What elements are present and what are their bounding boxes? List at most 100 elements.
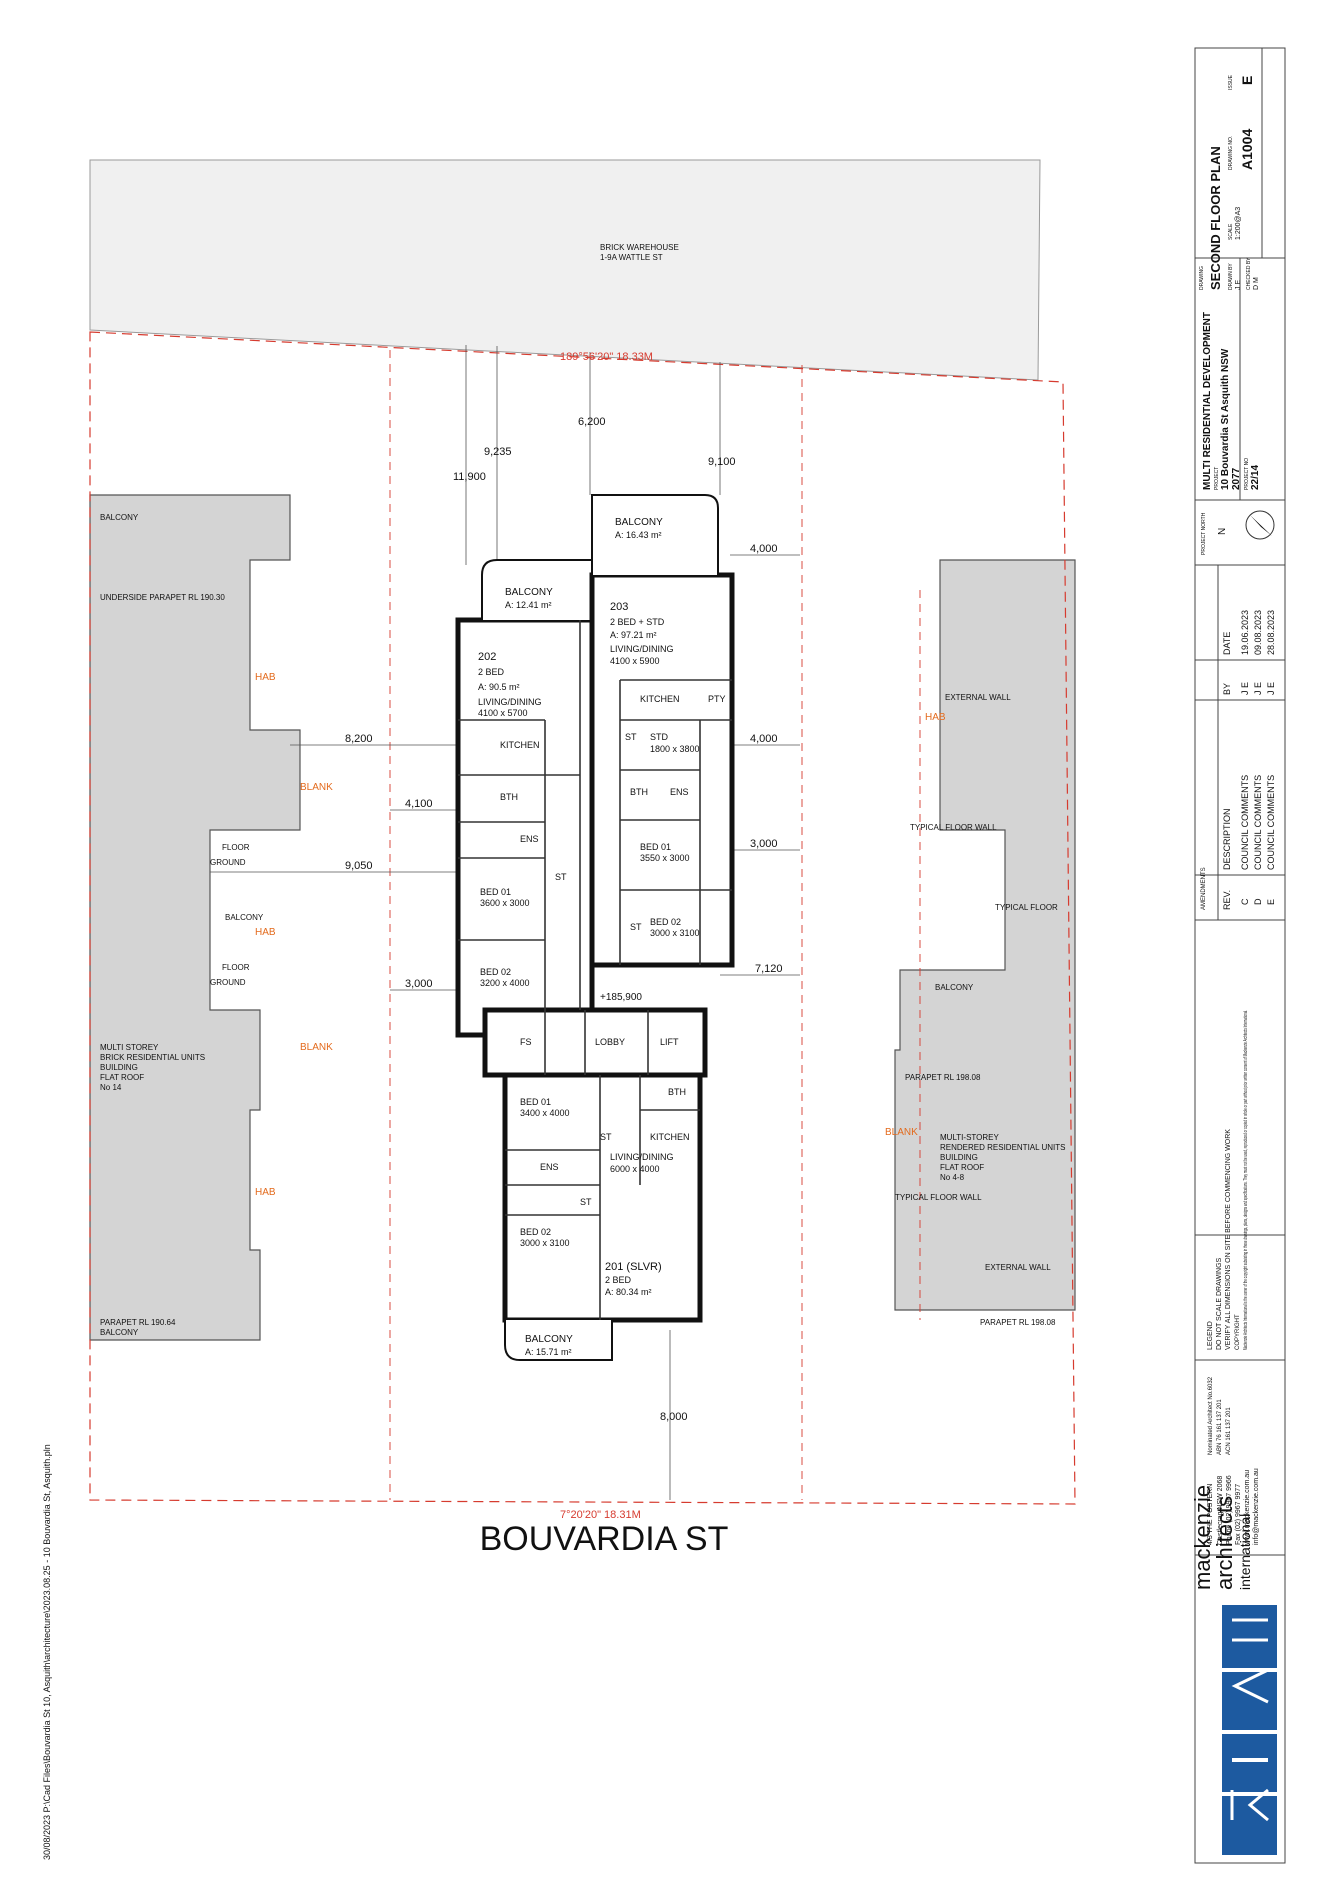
east-balcony: BALCONY (935, 983, 974, 992)
unit-201-balcony: BALCONY (525, 1334, 573, 1345)
desc-header: DESCRIPTION (1222, 808, 1232, 870)
rev-c-desc: COUNCIL COMMENTS (1240, 775, 1250, 870)
unit-203-st: ST (625, 732, 637, 742)
west-balcony-bottom: BALCONY (100, 1328, 139, 1337)
registration-2: ABN 76 161 137 201 (1217, 1399, 1223, 1455)
unit-203-labels: 203 2 BED + STD A: 97.21 m² LIVING/DININ… (610, 517, 726, 938)
rev-header: REV. (1222, 890, 1232, 910)
rev-d-desc: COUNCIL COMMENTS (1253, 775, 1263, 870)
west-balcony-top: BALCONY (100, 513, 139, 522)
copyright-text: Mackenzie Architects International is th… (1243, 1010, 1249, 1350)
checked-by-label: CHECKED BY (1246, 257, 1252, 290)
firm-logo (1222, 1605, 1277, 1855)
drawing-title: SECOND FLOOR PLAN (1208, 146, 1223, 290)
north-label: PROJECT NORTH (1201, 512, 1207, 555)
issue-label: ISSUE (1228, 74, 1234, 90)
west-building-line-5: No 14 (100, 1083, 122, 1092)
core-lift: LIFT (660, 1037, 679, 1047)
east-building-line-2: RENDERED RESIDENTIAL UNITS (940, 1143, 1066, 1152)
legend-title: LEGEND (1207, 1321, 1214, 1350)
north-arrow (1245, 510, 1275, 540)
title-block-text: mackenzie architects international 4/3 T… (1190, 74, 1276, 1590)
unit-203-balcony-area: A: 16.43 m² (615, 530, 662, 540)
west-building-line-3: BUILDING (100, 1063, 138, 1072)
tag-blank-east: BLANK (885, 1127, 918, 1138)
unit-203-pty: PTY (708, 694, 726, 704)
east-typical-floor-wall-1: TYPICAL FLOOR WALL (910, 823, 997, 832)
boundary-top-label: 189°56'20" 18.33M (560, 351, 653, 363)
unit-201-balcony-area: A: 15.71 m² (525, 1347, 572, 1357)
west-ground-2: GROUND (210, 978, 246, 987)
unit-202-kitchen: KITCHEN (500, 740, 540, 750)
unit-203-id: 203 (610, 601, 628, 613)
unit-201-living: LIVING/DINING (610, 1152, 674, 1162)
unit-203-balcony (591, 494, 719, 575)
unit-203-living: LIVING/DINING (610, 644, 674, 654)
tag-hab-3: HAB (255, 1187, 276, 1198)
project-no-label: PROJECT NO (1244, 458, 1250, 490)
checked-by: D M (1253, 277, 1260, 290)
unit-202-beds: 2 BED (478, 667, 505, 677)
registration-1: Nominated Architect No.6032 (1208, 1376, 1214, 1455)
unit-202-st: ST (555, 872, 567, 882)
unit-202-bath: BTH (500, 792, 518, 802)
street-name: BOUVARDIA ST (480, 1520, 729, 1558)
rev-c-by: J E (1240, 682, 1250, 695)
by-header: BY (1222, 683, 1232, 695)
unit-203-ens: ENS (670, 787, 689, 797)
title-block (1194, 47, 1286, 1864)
east-external-wall-2: EXTERNAL WALL (985, 1263, 1051, 1272)
rev-d-date: 09.08.2023 (1253, 610, 1263, 655)
unit-203-std: STD (650, 732, 669, 742)
amendments-label: AMENDMENTS (1201, 867, 1207, 910)
address-6: info@mackenzie.com.au (1253, 1468, 1260, 1545)
setback-bottom: 8,000 (660, 1411, 688, 1423)
note-1: DO NOT SCALE DRAWINGS (1216, 1257, 1223, 1350)
west-floor-2: FLOOR (222, 963, 250, 972)
tag-blank-2: BLANK (300, 1042, 333, 1053)
tag-hab-1: HAB (255, 672, 276, 683)
setback-left-4: 3,000 (405, 978, 433, 990)
unit-201-bed2-dim: 3000 x 3100 (520, 1238, 570, 1248)
unit-202-id: 202 (478, 651, 496, 663)
setback-right-3: 3,000 (750, 838, 778, 850)
east-typical-floor-wall-2: TYPICAL FLOOR WALL (895, 1193, 982, 1202)
unit-202-ens: ENS (520, 834, 539, 844)
setback-right-1: 4,000 (750, 543, 778, 555)
firm-name-1: mackenzie (1190, 1485, 1215, 1590)
note-2: VERIFY ALL DIMENSIONS ON SITE BEFORE COM… (1225, 1129, 1232, 1350)
site-boundary (89, 331, 1076, 1505)
neighbour-west-building (89, 494, 301, 1341)
project-title: MULTI RESIDENTIAL DEVELOPMENT (1202, 312, 1213, 490)
west-floor-1: FLOOR (222, 843, 250, 852)
rev-d-by: J E (1253, 682, 1263, 695)
unit-202-bed1: BED 01 (480, 887, 511, 897)
tag-blank-1: BLANK (300, 782, 333, 793)
neighbour-east-building (894, 559, 1076, 1311)
west-ground-1: GROUND (210, 858, 246, 867)
unit-203-bed2-dim: 3000 x 3100 (650, 928, 700, 938)
date-header: DATE (1222, 632, 1232, 655)
north-letter: N (1217, 528, 1228, 535)
unit-203-bed1-dim: 3550 x 3000 (640, 853, 690, 863)
copyright-title: COPYRIGHT (1235, 1314, 1241, 1350)
unit-202-area: A: 90.5 m² (478, 682, 520, 692)
core-labels: FS LOBBY LIFT (520, 1037, 679, 1047)
unit-201-bath: BTH (668, 1087, 686, 1097)
warehouse-line-1: BRICK WAREHOUSE (600, 243, 679, 252)
drawing-no-label: DRAWING NO. (1228, 136, 1234, 170)
unit-201-ens: ENS (540, 1162, 559, 1172)
unit-203-beds: 2 BED + STD (610, 617, 665, 627)
unit-202-balcony-area: A: 12.41 m² (505, 600, 552, 610)
address-2: Castlecrag NSW 2068 (1217, 1476, 1224, 1545)
unit-203-kitchen: KITCHEN (640, 694, 680, 704)
west-parapet-top: UNDERSIDE PARAPET RL 190.30 (100, 593, 225, 602)
setback-top-1: 11,900 (453, 471, 486, 483)
east-parapet-top: PARAPET RL 198.08 (905, 1073, 981, 1082)
unit-203-bed2: BED 02 (650, 917, 681, 927)
address-4: Fax (02) 9967 9977 (1235, 1484, 1242, 1545)
warehouse-line-2: 1-9A WATTLE ST (600, 253, 663, 262)
unit-202-living: LIVING/DINING (478, 697, 542, 707)
unit-201-bed1: BED 01 (520, 1097, 551, 1107)
east-external-wall-1: EXTERNAL WALL (945, 693, 1011, 702)
